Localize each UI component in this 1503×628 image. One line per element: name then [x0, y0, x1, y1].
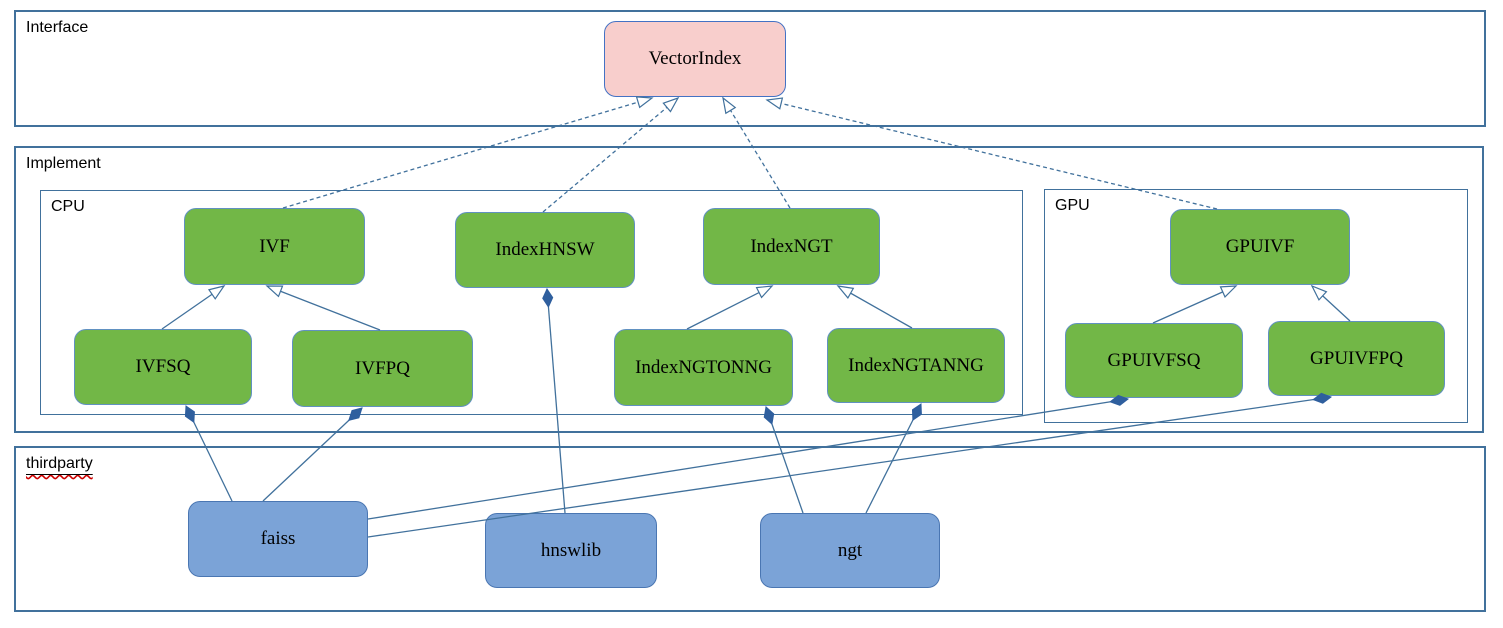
node-label-gpuivfsq: GPUIVFSQ: [1107, 349, 1201, 371]
node-label-indexngtonng: IndexNGTONNG: [635, 356, 772, 378]
node-gpuivf: GPUIVF: [1170, 209, 1350, 285]
section-label-implement: Implement: [26, 155, 101, 172]
section-label-gpu: GPU: [1055, 197, 1090, 214]
node-label-gpuivf: GPUIVF: [1225, 236, 1295, 257]
node-label-vectorindex: VectorIndex: [648, 48, 742, 69]
node-ivf: IVF: [184, 208, 365, 285]
node-gpuivfsq: GPUIVFSQ: [1065, 323, 1243, 398]
node-ngt: ngt: [760, 513, 940, 588]
node-label-hnswlib: hnswlib: [540, 539, 602, 561]
node-label-ngt: ngt: [837, 539, 863, 561]
node-hnswlib: hnswlib: [485, 513, 657, 588]
section-label-cpu: CPU: [51, 198, 85, 215]
node-indexhnsw: IndexHNSW: [455, 212, 635, 288]
node-label-indexngt: IndexNGT: [750, 235, 833, 257]
node-label-ivfsq: IVFSQ: [135, 356, 191, 377]
node-label-ivf: IVF: [259, 235, 290, 257]
node-vectorindex: VectorIndex: [604, 21, 786, 97]
node-gpuivfpq: GPUIVFPQ: [1268, 321, 1445, 396]
node-faiss: faiss: [188, 501, 368, 577]
section-label-interface: Interface: [26, 19, 89, 36]
node-label-indexngtanng: IndexNGTANNG: [848, 354, 984, 376]
node-indexngtanng: IndexNGTANNG: [827, 328, 1005, 403]
section-label-thirdparty: thirdparty: [26, 455, 93, 473]
node-indexngtonng: IndexNGTONNG: [614, 329, 793, 406]
node-label-gpuivfpq: GPUIVFPQ: [1310, 347, 1403, 369]
node-label-ivfpq: IVFPQ: [355, 357, 410, 379]
section-label-text-thirdparty: thirdparty: [26, 455, 93, 472]
node-ivfpq: IVFPQ: [292, 330, 473, 407]
node-label-faiss: faiss: [260, 528, 296, 549]
node-label-indexhnsw: IndexHNSW: [495, 239, 595, 260]
node-indexngt: IndexNGT: [703, 208, 880, 285]
node-ivfsq: IVFSQ: [74, 329, 252, 405]
